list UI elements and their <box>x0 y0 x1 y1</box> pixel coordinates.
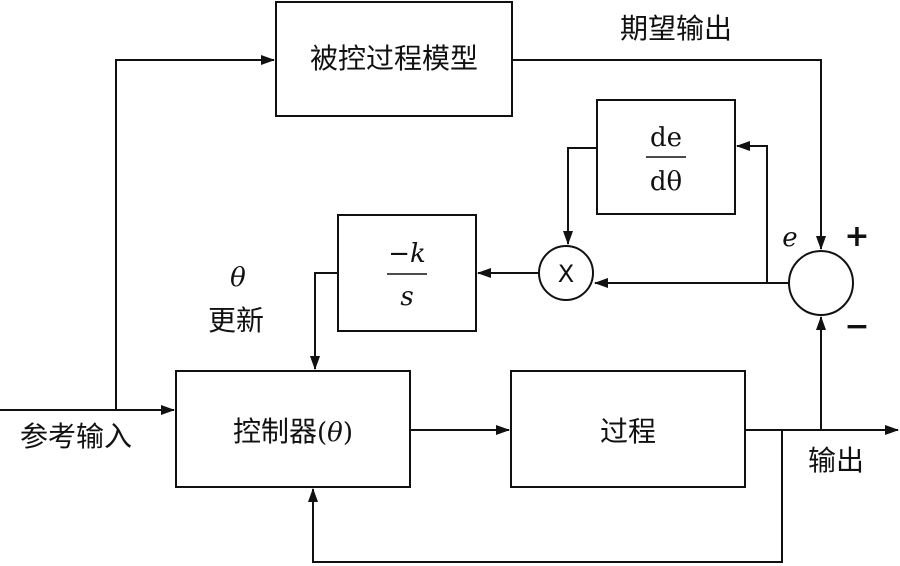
theta-label: θ <box>230 263 246 293</box>
desired-output-arrow <box>512 59 826 250</box>
theta-update-arrow <box>310 272 338 370</box>
multiply-symbol: X <box>558 260 574 288</box>
desired-output-label: 期望输出 <box>620 12 732 45</box>
model-input-arrow <box>115 55 275 410</box>
multiplier-junction: X <box>538 245 594 301</box>
derivative-numerator: de <box>650 123 682 153</box>
error-label: e <box>782 223 797 253</box>
error-to-derivative-arrow <box>736 141 768 283</box>
gain-numerator: −k <box>388 239 426 269</box>
gain-block: −k s <box>337 214 477 332</box>
plus-sign: + <box>844 219 869 254</box>
gain-denominator: s <box>400 282 413 312</box>
output-feedback-arrow <box>308 430 783 563</box>
controller-block: 控制器(θ) <box>175 370 411 488</box>
derivative-to-multiplier-arrow <box>563 147 597 245</box>
minus-sign: − <box>844 309 869 344</box>
process-label: 过程 <box>600 415 656 448</box>
reference-input-label: 参考输入 <box>20 420 132 453</box>
controller-label: 控制器(θ) <box>233 415 353 448</box>
update-label: 更新 <box>208 304 264 337</box>
summing-junction <box>788 250 854 316</box>
controller-name: 控制器 <box>233 415 317 448</box>
controller-param: θ <box>327 418 343 448</box>
derivative-block: de dθ <box>596 99 736 215</box>
process-block: 过程 <box>510 370 746 488</box>
output-label: 输出 <box>808 444 864 477</box>
controller-paren-close: ) <box>343 418 353 448</box>
controller-paren-open: ( <box>317 418 327 448</box>
derivative-denominator: dθ <box>650 167 682 197</box>
plant-model-block: 被控过程模型 <box>275 1 513 117</box>
plant-model-label: 被控过程模型 <box>310 42 478 75</box>
